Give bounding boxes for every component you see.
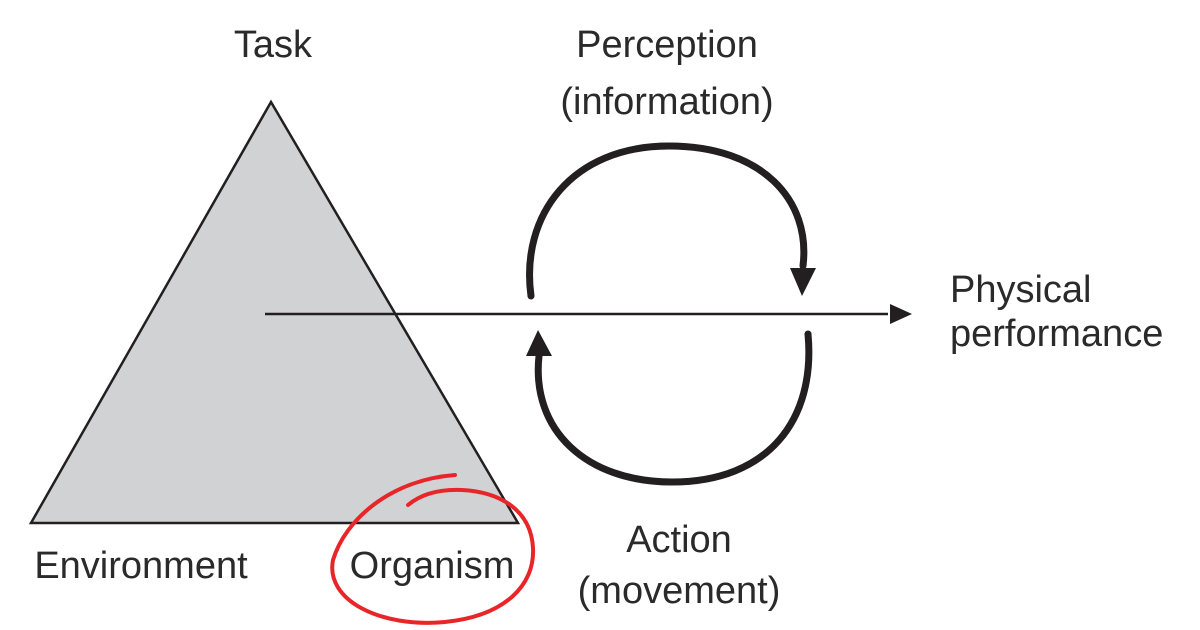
performance-arrowhead xyxy=(890,304,912,324)
performance-label: performance xyxy=(950,313,1163,355)
perception-sublabel: (information) xyxy=(560,81,773,123)
organism-label: Organism xyxy=(350,545,515,587)
task-label: Task xyxy=(234,24,313,66)
environment-label: Environment xyxy=(34,545,248,587)
action-arrowhead xyxy=(526,330,552,356)
action-cycle-arc xyxy=(534,330,813,486)
annotation-circle xyxy=(330,473,536,625)
perception-label: Perception xyxy=(576,24,758,66)
constraints-triangle xyxy=(28,99,521,525)
action-label: Action xyxy=(626,519,732,561)
perception-cycle-arc xyxy=(526,142,808,300)
action-sublabel: (movement) xyxy=(578,570,781,612)
physical-label: Physical xyxy=(950,269,1092,311)
perception-arrowhead xyxy=(790,268,816,296)
